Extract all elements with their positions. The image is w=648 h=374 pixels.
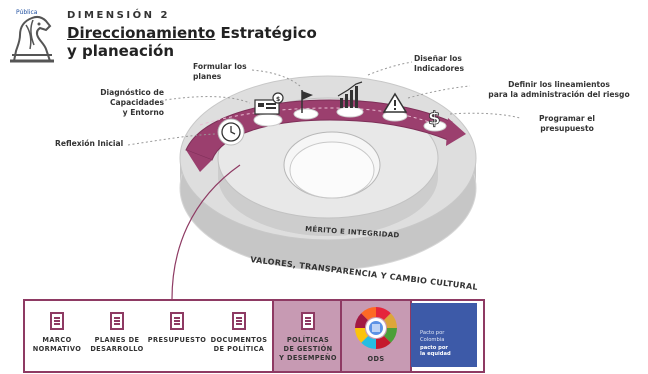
page-title: Direccionamiento Estratégico	[67, 24, 317, 42]
bar-chart-icon	[336, 81, 364, 118]
dimension-label: DIMENSIÓN 2	[67, 10, 170, 21]
outer-ring	[179, 75, 477, 271]
page-title-line2: y planeación	[67, 42, 174, 60]
section-politicas-gestion: POLÍTICAS DE GESTIÓN Y DESEMPEÑO	[272, 301, 342, 371]
document-icon	[232, 312, 246, 330]
sdg-wheel-icon	[355, 307, 397, 349]
label-riesgo: Definir los lineamientos para la adminis…	[488, 80, 630, 99]
title-underlined: Direccionamiento	[67, 24, 216, 42]
section-label: POLÍTICAS DE GESTIÓN Y DESEMPEÑO	[279, 336, 337, 362]
connector-line	[171, 164, 241, 300]
svg-text:$: $	[428, 108, 441, 129]
pacto-colombia-logo	[411, 303, 477, 367]
section-presupuesto: PRESUPUESTO	[145, 301, 209, 371]
clock-icon	[217, 118, 245, 146]
section-documentos-politica: DOCUMENTOS DE POLÍTICA	[208, 301, 270, 371]
corner-text: Pública	[16, 9, 38, 16]
document-icon	[50, 312, 64, 330]
title-block: DIMENSIÓN 2 Direccionamiento Estratégico…	[67, 10, 317, 60]
warning-icon	[382, 92, 408, 122]
pacto-text-2: pacto por la equidad	[420, 345, 451, 357]
document-icon	[301, 312, 315, 330]
section-marco-normativo: MARCO NORMATIVO	[31, 301, 83, 371]
pacto-text-1: Pacto por Colombia	[420, 330, 445, 343]
label-presupuesto: Programar el presupuesto	[538, 114, 595, 133]
section-ods: ODS	[340, 301, 412, 371]
label-indicadores: Diseñar los Indicadores	[414, 54, 464, 73]
document-icon	[110, 312, 124, 330]
policy-frame: MARCO NORMATIVO PLANES DE DESARROLLO PRE…	[23, 299, 485, 373]
title-rest: Estratégico	[215, 24, 317, 42]
dollar-icon: $	[423, 108, 447, 132]
section-label: MARCO NORMATIVO	[32, 336, 82, 353]
label-formular: Formular los planes	[193, 62, 247, 81]
section-label: ODS	[367, 355, 385, 363]
section-label: PLANES DE DESARROLLO	[90, 336, 144, 353]
knight-logo-icon	[10, 16, 54, 63]
section-planes-desarrollo: PLANES DE DESARROLLO	[87, 301, 147, 371]
svg-text:$: $	[276, 96, 280, 103]
leader-lines	[127, 61, 521, 146]
org-chart-icon: $	[253, 92, 284, 127]
section-label: PRESUPUESTO	[147, 336, 207, 344]
label-reflexion: Reflexión Inicial	[55, 139, 124, 148]
flag-icon	[293, 90, 319, 120]
section-label: DOCUMENTOS DE POLÍTICA	[210, 336, 268, 353]
document-icon	[170, 312, 184, 330]
label-diagnostico: Diagnóstico de Capacidades y Entorno	[100, 88, 164, 117]
